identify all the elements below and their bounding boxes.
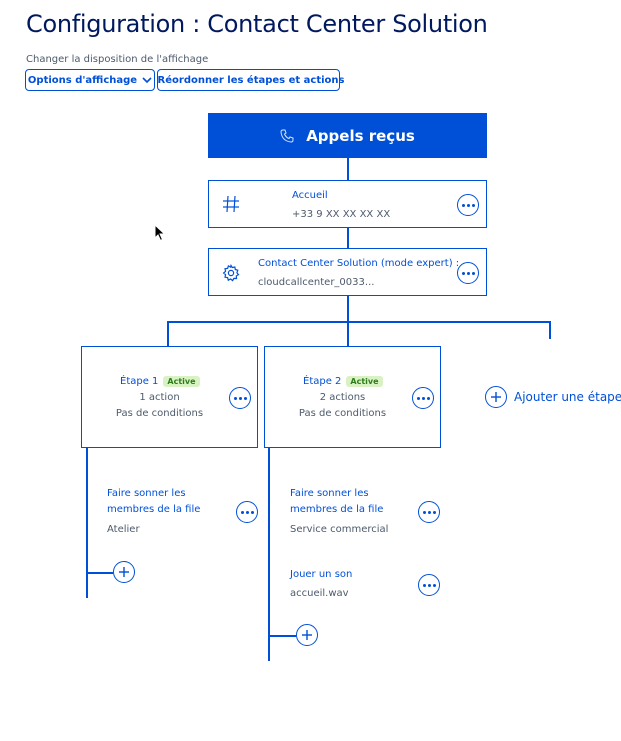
connector: [347, 296, 349, 322]
accueil-title: Accueil: [292, 190, 328, 201]
step-1-action-1-detail: Atelier: [107, 524, 140, 535]
dot: [422, 583, 426, 587]
connector: [167, 321, 169, 346]
step-2-action-line: [268, 448, 270, 661]
step-2-action-2-more-button[interactable]: [418, 574, 440, 596]
dot: [471, 271, 475, 275]
page-title: Configuration : Contact Center Solution: [26, 10, 488, 38]
connector: [347, 321, 349, 346]
ccs-title: Contact Center Solution (mode expert) :: [258, 258, 460, 269]
calls-received-node: Appels reçus: [208, 113, 487, 158]
connector: [347, 228, 349, 248]
dot: [466, 203, 470, 207]
step-2-action-1-title-line2: membres de la file: [290, 504, 384, 515]
add-step-button[interactable]: Ajouter une étape: [485, 386, 621, 408]
dot: [250, 510, 254, 514]
dot: [461, 203, 465, 207]
dot: [432, 510, 436, 514]
step-2-action-2-title: Jouer un son: [290, 569, 353, 580]
display-options-label: Options d'affichage: [27, 74, 138, 86]
connector: [347, 158, 349, 180]
dot: [245, 510, 249, 514]
step-1-action-1-title-line2: membres de la file: [107, 504, 201, 515]
ccs-node[interactable]: Contact Center Solution (mode expert) : …: [208, 248, 487, 296]
step-2-action-1-more-button[interactable]: [418, 501, 440, 523]
phone-icon: [280, 129, 294, 143]
reorder-button[interactable]: Réordonner les étapes et actions: [157, 69, 344, 91]
step-1-actions-count: 1 action: [139, 392, 180, 403]
layout-label: Changer la disposition de l'affichage: [26, 54, 209, 65]
dot: [243, 396, 247, 400]
ccs-value: cloudcallcenter_0033...: [258, 277, 375, 288]
step-2-action-1-detail: Service commercial: [290, 524, 389, 535]
reorder-label: Réordonner les étapes et actions: [157, 74, 345, 86]
dot: [422, 510, 426, 514]
step-1-status-badge: Active: [163, 376, 200, 387]
accueil-node[interactable]: Accueil +33 9 XX XX XX XX: [208, 180, 487, 228]
add-step-label: Ajouter une étape: [514, 390, 621, 404]
step-1-more-button[interactable]: [229, 387, 251, 409]
step-2-add-action-button[interactable]: [296, 624, 318, 646]
dot: [466, 271, 470, 275]
step-2-title: Étape 2: [303, 376, 342, 387]
dot: [238, 396, 242, 400]
step-2-conditions: Pas de conditions: [298, 408, 387, 419]
dot: [233, 396, 237, 400]
dot: [432, 583, 436, 587]
step-1-action-1-more-button[interactable]: [236, 501, 258, 523]
dot: [421, 396, 425, 400]
dot: [427, 583, 431, 587]
step-1-add-action-button[interactable]: [113, 561, 135, 583]
step-2-actions-count: 2 actions: [319, 392, 366, 403]
plus-icon: [119, 567, 129, 577]
step-2-card[interactable]: Étape 2 Active 2 actions Pas de conditio…: [264, 346, 441, 448]
calls-received-label: Appels reçus: [306, 126, 415, 145]
plus-icon: [302, 630, 312, 640]
step-2-more-button[interactable]: [412, 387, 434, 409]
dot: [427, 510, 431, 514]
mouse-cursor-icon: [154, 224, 166, 242]
dot: [240, 510, 244, 514]
hash-icon: [223, 195, 239, 213]
dot: [416, 396, 420, 400]
add-action-connector: [268, 635, 296, 637]
dot: [461, 271, 465, 275]
step-1-title: Étape 1: [120, 376, 159, 387]
display-options-button[interactable]: Options d'affichage: [25, 69, 155, 91]
step-2-action-1-title-line1: Faire sonner les: [290, 488, 369, 499]
add-action-connector: [86, 572, 113, 574]
step-2-action-2-detail: accueil.wav: [290, 588, 349, 599]
step-1-header: Étape 1 Active: [120, 376, 200, 387]
branch-connector: [167, 321, 551, 323]
step-1-action-1-title-line1: Faire sonner les: [107, 488, 186, 499]
accueil-number: +33 9 XX XX XX XX: [292, 209, 391, 220]
accueil-more-button[interactable]: [457, 194, 479, 216]
plus-icon: [485, 386, 507, 408]
step-1-action-line: [86, 448, 88, 598]
ccs-more-button[interactable]: [457, 262, 479, 284]
connector: [549, 321, 551, 339]
step-2-status-badge: Active: [346, 376, 383, 387]
dot: [471, 203, 475, 207]
step-2-header: Étape 2 Active: [303, 376, 383, 387]
step-1-card[interactable]: Étape 1 Active 1 action Pas de condition…: [81, 346, 258, 448]
step-1-conditions: Pas de conditions: [115, 408, 204, 419]
chevron-down-icon: [142, 77, 152, 84]
dot: [426, 396, 430, 400]
gear-icon: [222, 264, 240, 282]
